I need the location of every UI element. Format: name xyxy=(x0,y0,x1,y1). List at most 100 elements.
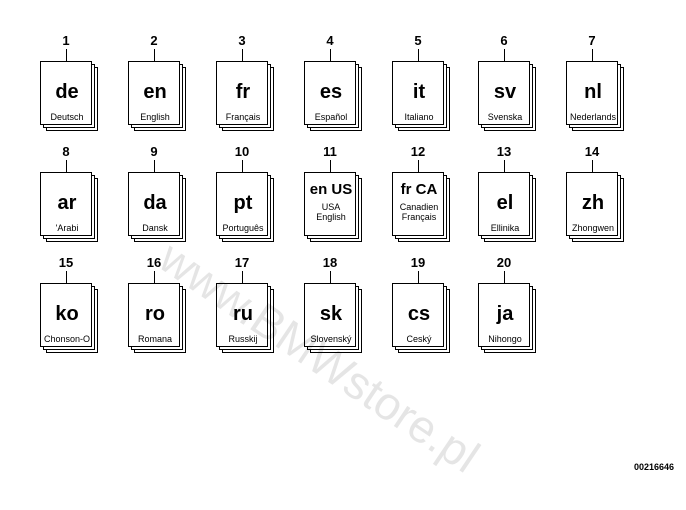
item-number: 5 xyxy=(414,33,422,48)
leader-line xyxy=(242,271,243,283)
language-name: Ceský xyxy=(406,334,432,344)
item-number: 7 xyxy=(588,33,596,48)
language-code: da xyxy=(143,192,167,214)
language-name: Romana xyxy=(137,334,173,344)
language-code: ro xyxy=(145,303,165,325)
leader-line xyxy=(154,160,155,172)
leader-line xyxy=(66,160,67,172)
language-name: Ellinika xyxy=(490,223,520,233)
manual-item: 12 fr CA Canadien Français xyxy=(392,145,452,255)
leader-line xyxy=(154,49,155,61)
leader-line xyxy=(154,271,155,283)
language-code: nl xyxy=(584,81,602,103)
leader-line xyxy=(504,160,505,172)
language-code: ar xyxy=(57,192,77,214)
item-number: 10 xyxy=(234,144,250,159)
item-number: 3 xyxy=(238,33,246,48)
item-number: 12 xyxy=(410,144,426,159)
item-number: 18 xyxy=(322,255,338,270)
item-number: 6 xyxy=(500,33,508,48)
leader-line xyxy=(66,271,67,283)
item-number: 19 xyxy=(410,255,426,270)
language-code: ko xyxy=(55,303,79,325)
leader-line xyxy=(504,49,505,61)
item-number: 8 xyxy=(62,144,70,159)
book-cover: en US USA English xyxy=(304,172,356,236)
item-number: 13 xyxy=(496,144,512,159)
language-name: Dansk xyxy=(142,223,168,233)
book-cover: ar 'Arabi xyxy=(40,172,92,236)
leader-line xyxy=(418,49,419,61)
language-name: Italiano xyxy=(404,112,434,122)
item-number: 9 xyxy=(150,144,158,159)
leader-line xyxy=(418,160,419,172)
language-name: Russkij xyxy=(228,334,258,344)
language-name: Nihongo xyxy=(488,334,522,344)
language-code: cs xyxy=(407,303,431,325)
leader-line xyxy=(330,160,331,172)
language-name: Français xyxy=(225,112,261,122)
item-number: 17 xyxy=(234,255,250,270)
leader-line xyxy=(242,49,243,61)
language-name: USA English xyxy=(316,202,346,222)
language-code: en US xyxy=(309,181,353,198)
language-name: Português xyxy=(222,223,264,233)
language-code: es xyxy=(319,81,343,103)
item-number: 11 xyxy=(323,144,337,159)
language-name: 'Arabi xyxy=(55,223,79,233)
language-name: Canadien Français xyxy=(399,202,439,222)
language-code: en xyxy=(143,81,167,103)
leader-line xyxy=(504,271,505,283)
leader-line xyxy=(242,160,243,172)
language-name: Svenska xyxy=(487,112,523,122)
leader-line xyxy=(66,49,67,61)
language-code: ru xyxy=(233,303,253,325)
language-code: fr xyxy=(235,81,251,103)
item-number: 14 xyxy=(584,144,600,159)
manual-item: 11 en US USA English xyxy=(304,145,364,255)
item-number: 4 xyxy=(326,33,334,48)
item-number: 20 xyxy=(496,255,512,270)
language-name: English xyxy=(140,112,170,122)
item-number: 1 xyxy=(62,33,70,48)
language-code: fr CA xyxy=(400,181,438,198)
language-name: Slovenský xyxy=(310,334,352,344)
language-name: Nederlands xyxy=(569,112,617,122)
leader-line xyxy=(592,49,593,61)
language-code: it xyxy=(412,81,426,103)
language-code: ja xyxy=(496,303,514,325)
language-code: pt xyxy=(233,192,253,214)
book-cover: fr CA Canadien Français xyxy=(392,172,444,236)
language-name: Chonson-O xyxy=(43,334,91,344)
language-code: sk xyxy=(319,303,343,325)
image-id: 00216646 xyxy=(633,462,674,472)
language-code: sv xyxy=(493,81,517,103)
item-number: 16 xyxy=(146,255,162,270)
